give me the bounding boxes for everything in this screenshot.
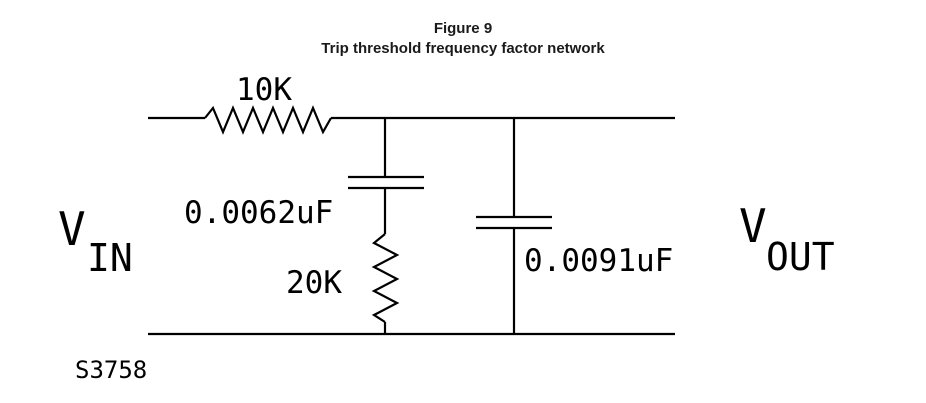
resistor-r1 — [204, 105, 332, 135]
figure-title: Trip threshold frequency factor network — [321, 40, 605, 57]
label-vout: V — [739, 199, 767, 253]
label-c1: 0.0062uF — [184, 195, 333, 231]
label-vin: V — [58, 202, 86, 256]
label-vin-subscript: IN — [87, 236, 133, 280]
label-vout-subscript: OUT — [766, 235, 835, 279]
label-c2: 0.0091uF — [524, 243, 673, 279]
label-r2: 20K — [286, 265, 342, 301]
resistor-r2 — [371, 233, 400, 323]
label-r1: 10K — [236, 72, 292, 108]
figure-number: Figure 9 — [433, 20, 493, 37]
figure-code: S3758 — [75, 356, 147, 384]
